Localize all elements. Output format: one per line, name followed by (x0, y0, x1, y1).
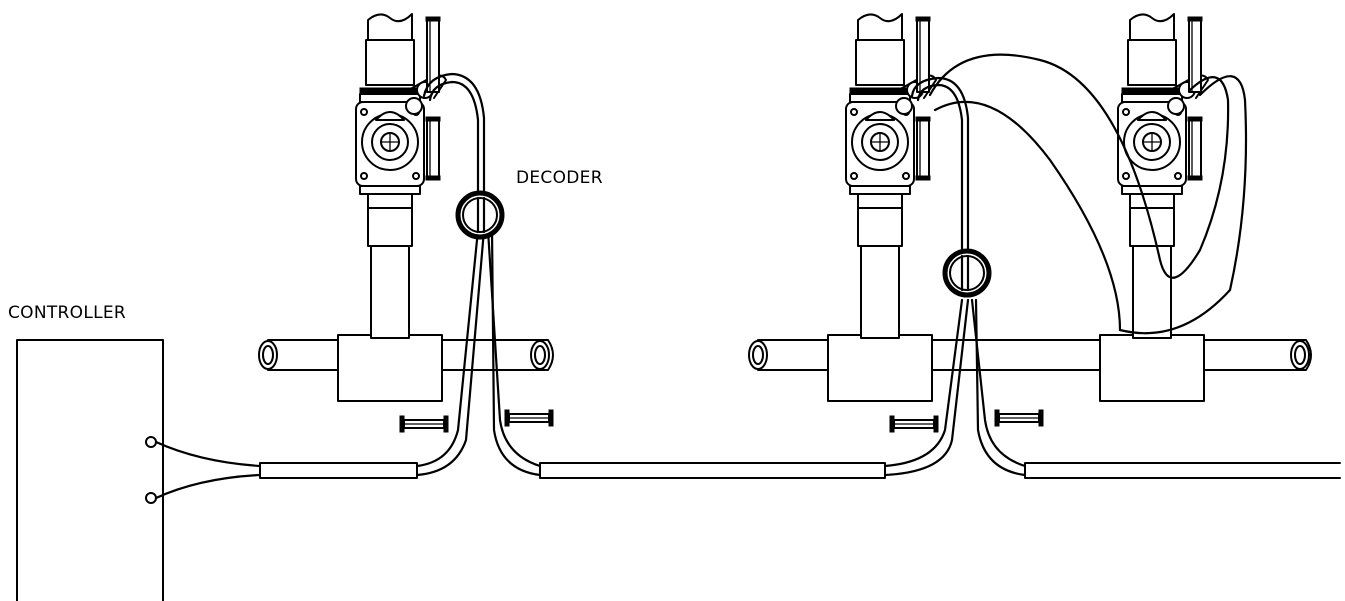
decoder-wiring-right (883, 53, 1248, 477)
decoder-label: DECODER (516, 168, 603, 188)
main-pipe-right (748, 334, 1312, 402)
splice-fitting (399, 415, 449, 433)
valve-middle (845, 13, 937, 339)
splice-fitting (889, 415, 939, 433)
decoder-left (455, 190, 505, 240)
controller-wires (154, 440, 262, 500)
controller-box (16, 339, 164, 601)
wire-conduit (259, 462, 1341, 479)
decoder-wiring-left (415, 72, 542, 477)
splice-fitting (504, 409, 554, 427)
splice-fitting (994, 409, 1044, 427)
main-pipe-left (258, 334, 554, 402)
valve-left (355, 13, 447, 339)
controller-label: CONTROLLER (8, 303, 127, 323)
valve-right (1117, 13, 1209, 339)
